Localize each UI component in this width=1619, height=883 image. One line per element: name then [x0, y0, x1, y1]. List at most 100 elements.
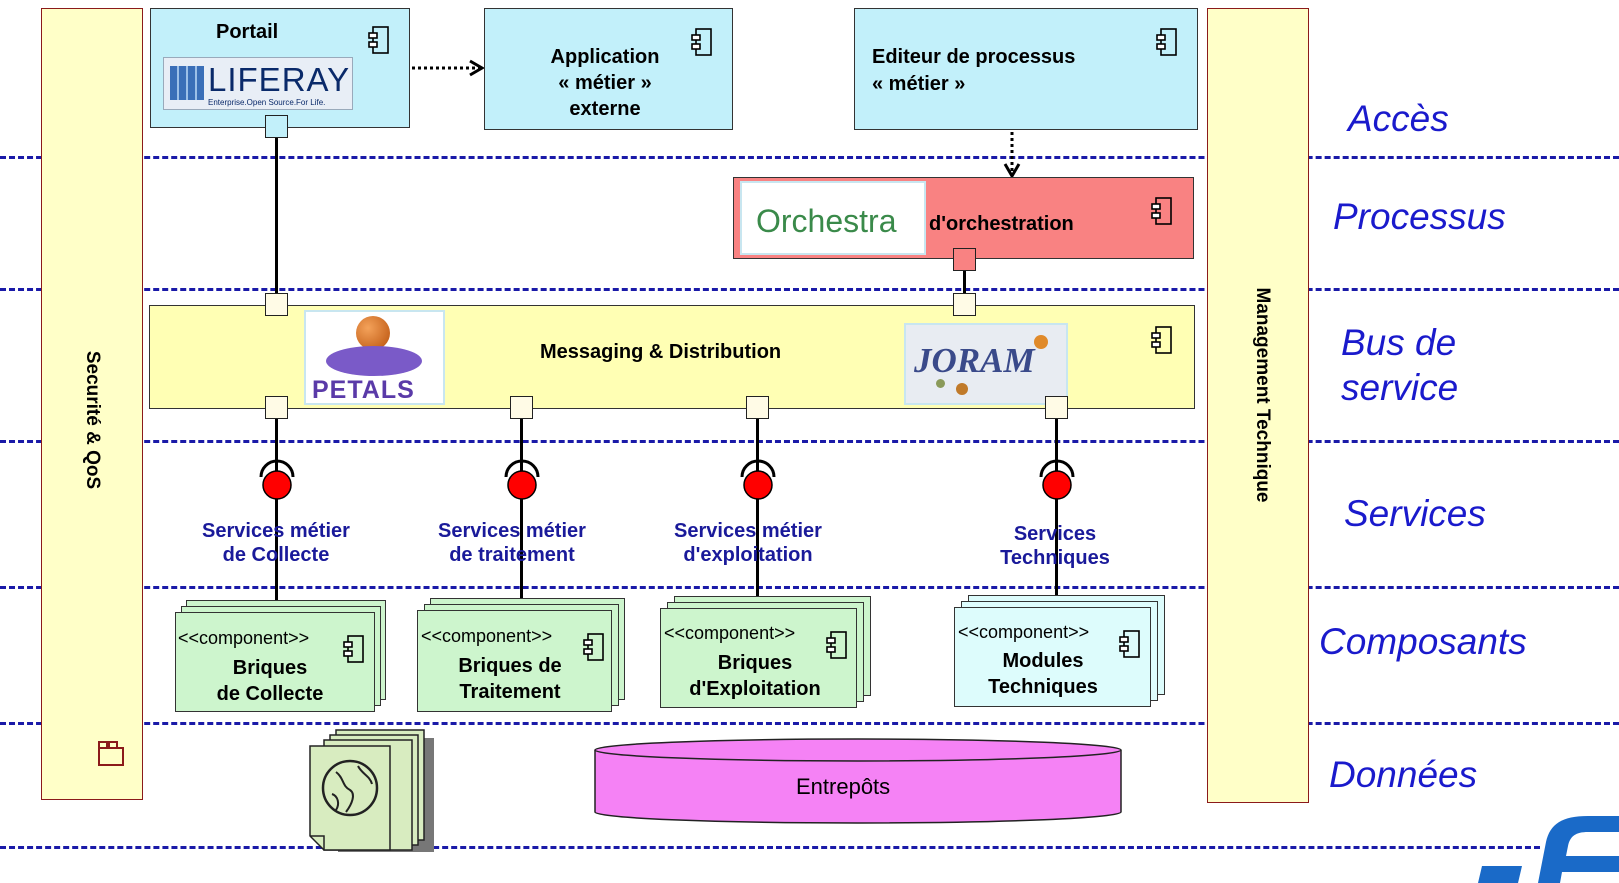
layer-label-composants: Composants [1319, 621, 1527, 662]
service-label-traitement: Services métier de traitement [412, 519, 612, 567]
component-icon [826, 631, 847, 659]
management-label: Management Technique [1252, 287, 1273, 503]
liferay-mark [170, 66, 204, 100]
portail-port [265, 115, 288, 138]
petals-logo: PETALS [304, 310, 445, 405]
service-label-line-2: de Collecte [222, 544, 330, 566]
service-label-line-1: Services métier [438, 520, 586, 542]
component-name-line-2: Traitement [459, 681, 561, 703]
connector-line [520, 419, 523, 604]
orchestration-label: d'orchestration [929, 213, 1074, 235]
service-label-line-1: Services [1013, 523, 1097, 545]
component-name-traitement: Briques de Traitement [425, 653, 595, 705]
package-icon [98, 741, 124, 766]
component-stereotype: <<component>> [958, 622, 1090, 642]
management-column [1207, 8, 1309, 803]
dependency-arrow [412, 59, 485, 77]
component-name-collecte: Briques de Collecte [185, 655, 355, 707]
liferay-wordmark: LIFERAY [208, 61, 351, 98]
layer-separator [0, 722, 1619, 725]
connector-line [1055, 419, 1058, 604]
component-icon [343, 635, 364, 663]
petals-wordmark: PETALS [312, 376, 415, 404]
connector-line [756, 419, 759, 604]
joram-ball [936, 379, 945, 388]
connector-line [963, 271, 966, 293]
orchestration-port [953, 248, 976, 271]
component-icon [368, 26, 389, 54]
service-label-collecte: Services métier de Collecte [176, 519, 376, 567]
connector-line [275, 419, 278, 604]
petals-flower [326, 346, 422, 376]
layer-separator [0, 586, 1619, 589]
service-interface-icon [740, 459, 776, 500]
service-interface-icon [1039, 459, 1075, 500]
application-line-1: Application [550, 46, 660, 68]
external-application-box [484, 8, 733, 130]
process-editor-line-1: Editeur de processus [872, 46, 1076, 68]
portail-title: Portail [216, 21, 279, 43]
service-label-line-2: d'exploitation [683, 544, 813, 566]
document-stack-icon [309, 729, 434, 852]
component-card-collecte [175, 612, 375, 712]
liferay-tagline: Enterprise.Open Source.For Life. [208, 98, 326, 107]
component-name-line-1: Modules [1002, 650, 1084, 672]
dependency-arrow [1003, 132, 1021, 179]
layer-label-acces: Accès [1348, 98, 1449, 139]
connector-line [275, 138, 278, 293]
component-name-line-1: Briques de [458, 655, 562, 677]
component-name-line-2: d'Exploitation [689, 678, 821, 700]
component-icon [1151, 326, 1172, 354]
service-label-line-1: Services métier [202, 520, 350, 542]
component-stereotype: <<component>> [178, 628, 310, 648]
layer-label-bus-2: service [1341, 367, 1459, 408]
bus-port-bottom [746, 396, 769, 419]
brand-logo-fragment [1478, 816, 1619, 883]
process-editor-label: Editeur de processus « métier » [872, 44, 1075, 98]
component-card-traitement [417, 610, 612, 712]
component-card-exploitation [660, 608, 857, 708]
layer-separator [0, 288, 1619, 291]
application-line-3: externe [569, 98, 641, 120]
application-label: Application « métier » externe [500, 44, 710, 122]
layer-separator [0, 440, 1619, 443]
layer-separator [0, 846, 1540, 849]
service-label-techniques: Services Techniques [955, 522, 1155, 570]
bus-port-bottom [1045, 396, 1068, 419]
security-label: Securité & QoS [82, 350, 103, 490]
orchestra-wordmark: Orchestra [756, 203, 897, 239]
security-column [41, 8, 143, 800]
service-label-exploitation: Services métier d'exploitation [648, 519, 848, 567]
liferay-logo: LIFERAY Enterprise.Open Source.For Life. [163, 57, 353, 110]
component-card-techniques [954, 607, 1151, 707]
component-stereotype: <<component>> [664, 623, 796, 643]
component-name-line-2: Techniques [988, 676, 1098, 698]
joram-ball [956, 383, 968, 395]
component-name-line-1: Briques [232, 657, 308, 679]
component-icon [1156, 28, 1177, 56]
joram-ball [1034, 335, 1048, 349]
bus-port-top [953, 293, 976, 316]
bus-port-bottom [265, 396, 288, 419]
layer-label-processus: Processus [1333, 196, 1506, 237]
service-label-line-2: Techniques [1000, 547, 1110, 569]
service-label-line-2: de traitement [449, 544, 575, 566]
joram-wordmark: JORAM [914, 341, 1035, 380]
component-icon [583, 633, 604, 661]
component-name-exploitation: Briques d'Exploitation [670, 650, 840, 702]
petals-globe [356, 316, 390, 350]
component-name-line-2: de Collecte [216, 683, 324, 705]
application-line-2: « métier » [558, 72, 652, 94]
process-editor-line-2: « métier » [872, 73, 966, 95]
component-name-techniques: Modules Techniques [958, 648, 1128, 700]
component-icon [1119, 630, 1140, 658]
joram-logo: JORAM [904, 323, 1068, 405]
datastore-label: Entrepôts [796, 774, 891, 799]
component-icon [1151, 197, 1172, 225]
layer-label-bus-1: Bus de [1341, 322, 1457, 363]
layer-separator [0, 156, 1619, 159]
orchestra-logo: Orchestra [740, 181, 926, 255]
component-stereotype: <<component>> [421, 626, 553, 646]
service-interface-icon [259, 459, 295, 500]
service-label-line-1: Services métier [674, 520, 822, 542]
